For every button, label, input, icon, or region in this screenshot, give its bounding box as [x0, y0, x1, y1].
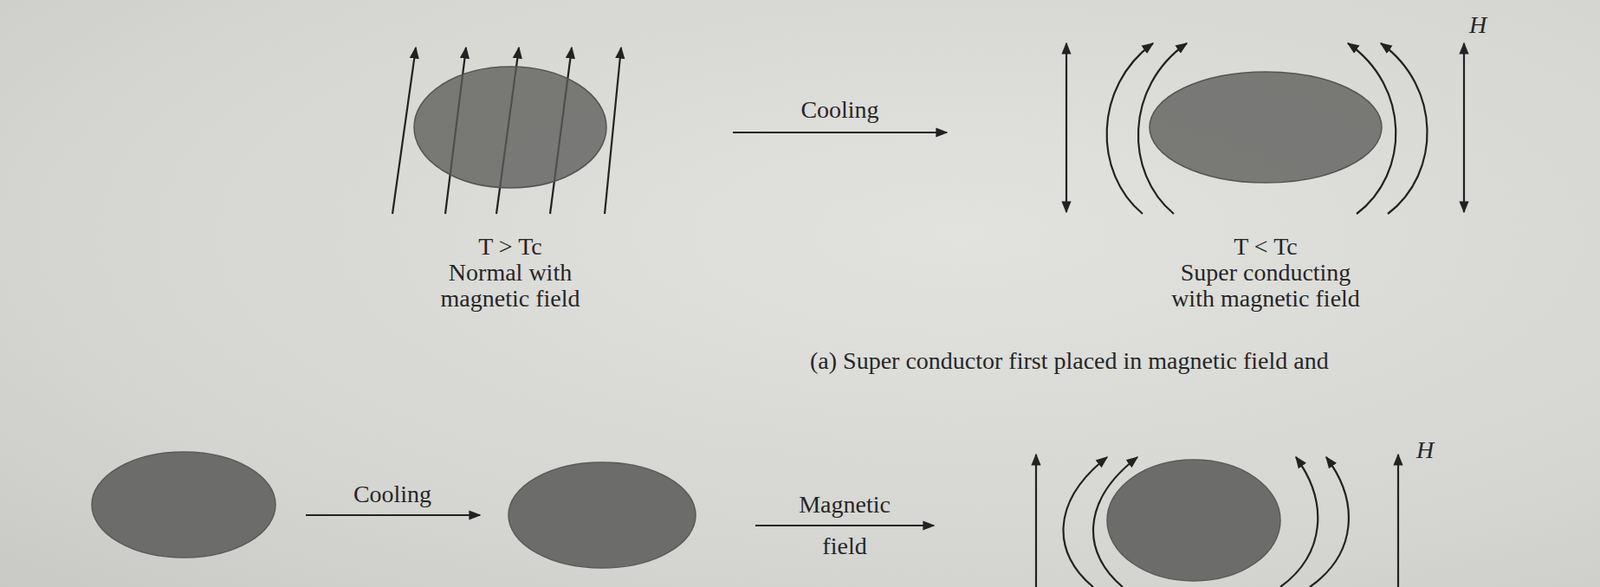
field-line: [1380, 43, 1428, 214]
field-line: [1107, 43, 1154, 214]
sample-node: T > TcNormal with magnetic field: [406, 65, 615, 312]
process-arrow: [755, 524, 934, 527]
field-symbol: H: [1407, 437, 1443, 464]
sample-circle: [406, 65, 615, 189]
field-line: [1035, 454, 1037, 587]
figure-caption: (a) Super conductor first placed in magn…: [809, 348, 1329, 375]
sample-circle: [508, 462, 696, 569]
process-arrow-label: Magnetic field: [783, 484, 906, 568]
state-label: Normal with magnetic field: [406, 259, 615, 312]
field-line: [392, 47, 416, 214]
field-line: [1397, 454, 1400, 587]
sample-node: T < TcSuper conducting with magnetic fie…: [1135, 71, 1396, 312]
state-label: Super conducting with magnetic field: [1161, 259, 1370, 312]
field-line: [604, 47, 622, 214]
field-line: [1463, 43, 1465, 213]
bottom-samples: [91, 452, 1281, 582]
field-lines: [305, 43, 1464, 587]
field-line: [1062, 457, 1108, 587]
field-line: [1280, 457, 1318, 587]
process-arrow-label: Cooling: [323, 481, 462, 508]
sample-circle-shape: [1149, 71, 1382, 183]
field-line: [1309, 457, 1349, 587]
temperature-label: T < Tc: [1161, 233, 1370, 260]
sample-circle-shape: [414, 66, 607, 188]
process-arrow-label: Cooling: [800, 97, 879, 124]
process-arrow: [305, 514, 480, 517]
sample-circle: [1107, 459, 1281, 582]
field-symbol: H: [1460, 12, 1496, 39]
temperature-label: T > Tc: [406, 233, 615, 260]
process-arrow: [732, 131, 947, 134]
sample-circle: [91, 452, 276, 558]
sample-circle: [1135, 71, 1396, 184]
field-line: [1065, 43, 1068, 213]
